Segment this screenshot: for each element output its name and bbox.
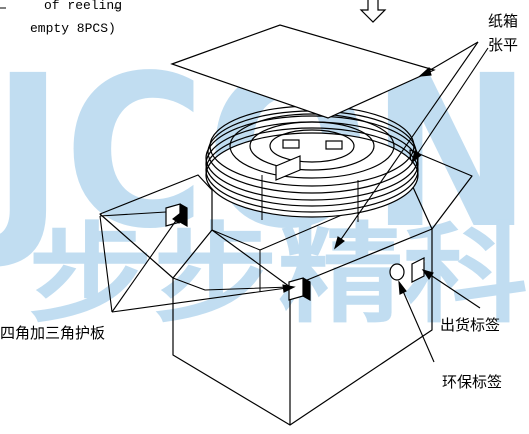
eco-label-mark [389, 263, 405, 281]
label-eco: 环保标签 [442, 373, 502, 391]
top-note-line1: of reeling [44, 0, 122, 13]
shipping-label-mark [411, 257, 425, 283]
carton-box [99, 149, 473, 426]
label-texts: 纸箱 张平 四角加三角护板 出货标签 环保标签 [0, 12, 518, 391]
label-shipping: 出货标签 [440, 316, 500, 334]
leader-lines [99, 41, 489, 363]
down-arrow-icon [359, 0, 387, 23]
label-carton-sheet-2: 张平 [488, 36, 518, 54]
label-corner-protectors: 四角加三角护板 [0, 324, 105, 342]
top-note-line2: empty 8PCS) [30, 21, 116, 36]
top-note: of reeling empty 8PCS) [0, 0, 122, 36]
label-carton-sheet-1: 纸箱 [488, 12, 518, 30]
watermark-bottom-text: 步步精科 [28, 213, 528, 338]
top-sheet [170, 24, 436, 119]
box-labels [389, 257, 425, 283]
